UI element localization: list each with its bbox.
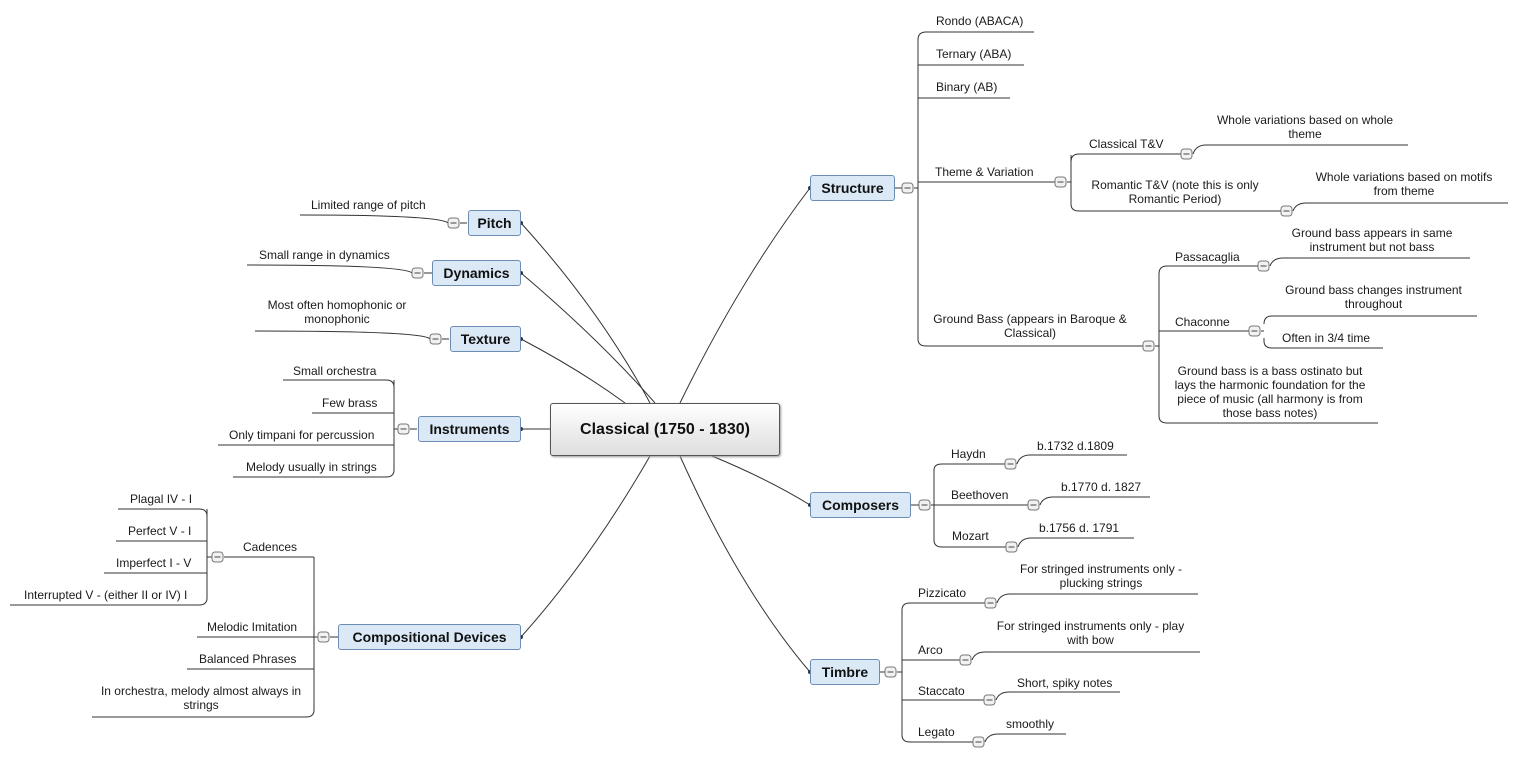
classical-tv-detail[interactable]: Whole variations based on whole theme xyxy=(1216,113,1394,141)
timbre-detail[interactable]: For stringed instruments only - play wit… xyxy=(996,619,1185,647)
topic-timbre[interactable]: Timbre xyxy=(810,659,880,685)
compositional-item[interactable]: Melodic Imitation xyxy=(207,620,298,634)
ground-bass-label[interactable]: Ground Bass (appears in Baroque & Classi… xyxy=(933,312,1127,340)
topic-instruments[interactable]: Instruments xyxy=(418,416,521,442)
passacaglia-detail[interactable]: Ground bass appears in same instrument b… xyxy=(1291,226,1453,254)
pitch-item[interactable]: Limited range of pitch xyxy=(311,198,426,212)
compositional-item[interactable]: Balanced Phrases xyxy=(199,652,297,666)
cadence-item[interactable]: Interrupted V - (either II or IV) I xyxy=(24,588,188,602)
timbre-detail[interactable]: smoothly xyxy=(1006,717,1055,731)
classical-tv-label[interactable]: Classical T&V xyxy=(1089,137,1164,151)
timbre-technique[interactable]: Staccato xyxy=(918,684,965,698)
structure-form[interactable]: Rondo (ABACA) xyxy=(936,14,1024,28)
composer-dates[interactable]: b.1732 d.1809 xyxy=(1037,439,1114,453)
instruments-item[interactable]: Melody usually in strings xyxy=(246,460,377,474)
structure-form[interactable]: Ternary (ABA) xyxy=(936,47,1012,61)
timbre-technique[interactable]: Arco xyxy=(918,643,943,657)
composer-name[interactable]: Haydn xyxy=(951,447,986,461)
instruments-item[interactable]: Only timpani for percussion xyxy=(229,428,375,442)
cadence-item[interactable]: Plagal IV - I xyxy=(130,492,193,506)
ground-bass-note[interactable]: Ground bass is a bass ostinato but lays … xyxy=(1174,364,1366,420)
texture-item[interactable]: Most often homophonic or monophonic xyxy=(267,298,407,326)
central-topic[interactable]: Classical (1750 - 1830) xyxy=(550,403,780,456)
cadence-item[interactable]: Imperfect I - V xyxy=(116,556,192,570)
composer-name[interactable]: Beethoven xyxy=(951,488,1009,502)
passacaglia-label[interactable]: Passacaglia xyxy=(1175,250,1240,264)
timbre-technique[interactable]: Pizzicato xyxy=(918,586,967,600)
composer-dates[interactable]: b.1770 d. 1827 xyxy=(1061,480,1142,494)
timbre-detail[interactable]: For stringed instruments only - plucking… xyxy=(1019,562,1183,590)
instruments-item[interactable]: Few brass xyxy=(322,396,378,410)
compositional-item[interactable]: In orchestra, melody almost always in st… xyxy=(100,684,302,712)
composer-name[interactable]: Mozart xyxy=(952,529,989,543)
chaconne-detail[interactable]: Often in 3/4 time xyxy=(1282,331,1371,345)
topic-structure[interactable]: Structure xyxy=(810,175,895,201)
topic-dynamics[interactable]: Dynamics xyxy=(432,260,521,286)
topic-compositional-devices[interactable]: Compositional Devices xyxy=(338,624,521,650)
instruments-item[interactable]: Small orchestra xyxy=(293,364,377,378)
dynamics-item[interactable]: Small range in dynamics xyxy=(259,248,390,262)
theme-variation-label[interactable]: Theme & Variation xyxy=(935,165,1034,179)
structure-form[interactable]: Binary (AB) xyxy=(936,80,998,94)
chaconne-detail[interactable]: Ground bass changes instrument throughou… xyxy=(1285,283,1462,311)
romantic-tv-label[interactable]: Romantic T&V (note this is only Romantic… xyxy=(1091,178,1259,206)
timbre-detail[interactable]: Short, spiky notes xyxy=(1017,676,1113,690)
cadences-label[interactable]: Cadences xyxy=(243,540,298,554)
chaconne-label[interactable]: Chaconne xyxy=(1175,315,1230,329)
romantic-tv-detail[interactable]: Whole variations based on motifs from th… xyxy=(1315,170,1493,198)
cadence-item[interactable]: Perfect V - I xyxy=(128,524,192,538)
composer-dates[interactable]: b.1756 d. 1791 xyxy=(1039,521,1120,535)
topic-texture[interactable]: Texture xyxy=(450,326,521,352)
topic-composers[interactable]: Composers xyxy=(810,492,911,518)
timbre-technique[interactable]: Legato xyxy=(918,725,955,739)
topic-pitch[interactable]: Pitch xyxy=(468,210,521,236)
